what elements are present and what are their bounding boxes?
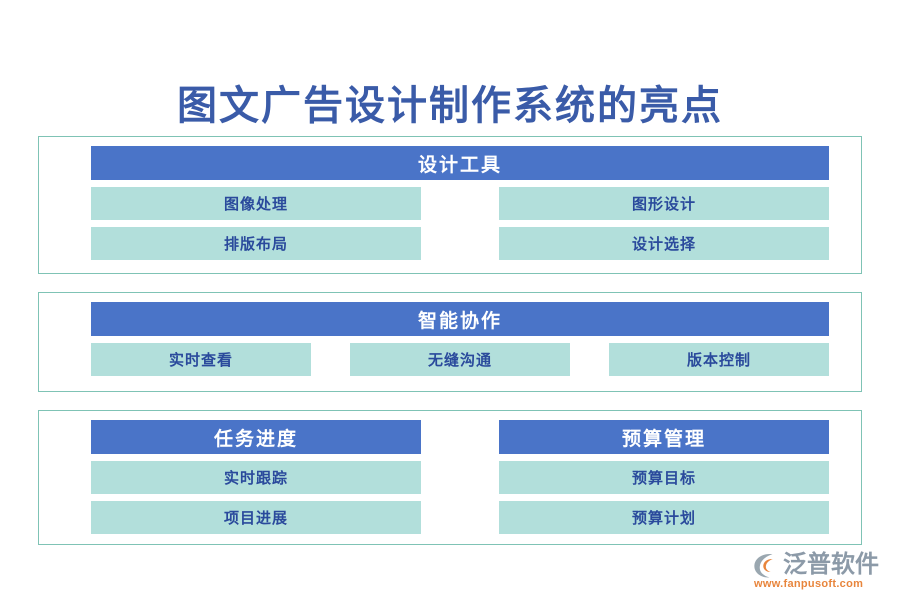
section-task-and-budget: 任务进度 实时跟踪 项目进展 预算管理 预算目标 预算计划	[38, 410, 862, 545]
section-design-tools: 设计工具 图像处理 图形设计 排版布局 设计选择	[38, 136, 862, 274]
item-box[interactable]: 实时查看	[91, 343, 311, 376]
fanpu-swoosh-icon	[754, 553, 773, 577]
item-box[interactable]: 图形设计	[499, 187, 829, 220]
section-header-smart-collaboration[interactable]: 智能协作	[91, 302, 829, 336]
section-header-design-tools[interactable]: 设计工具	[91, 146, 829, 180]
logo-company-name: 泛普软件	[783, 552, 879, 578]
item-box[interactable]: 图像处理	[91, 187, 421, 220]
section-smart-collaboration: 智能协作 实时查看 无缝沟通 版本控制	[38, 292, 862, 392]
item-box[interactable]: 预算计划	[499, 501, 829, 534]
section-header-task-progress[interactable]: 任务进度	[91, 420, 421, 454]
section-header-budget-management[interactable]: 预算管理	[499, 420, 829, 454]
item-box[interactable]: 实时跟踪	[91, 461, 421, 494]
page-title: 图文广告设计制作系统的亮点	[177, 83, 723, 128]
item-box[interactable]: 排版布局	[91, 227, 421, 260]
logo-row: 泛普软件	[752, 551, 879, 579]
item-box[interactable]: 无缝沟通	[350, 343, 570, 376]
item-box[interactable]: 预算目标	[499, 461, 829, 494]
item-box[interactable]: 版本控制	[609, 343, 829, 376]
item-box[interactable]: 设计选择	[499, 227, 829, 260]
brand-logo: 泛普软件 www.fanpusoft.com	[752, 551, 892, 593]
item-box[interactable]: 项目进展	[91, 501, 421, 534]
logo-website-url: www.fanpusoft.com	[754, 578, 864, 590]
